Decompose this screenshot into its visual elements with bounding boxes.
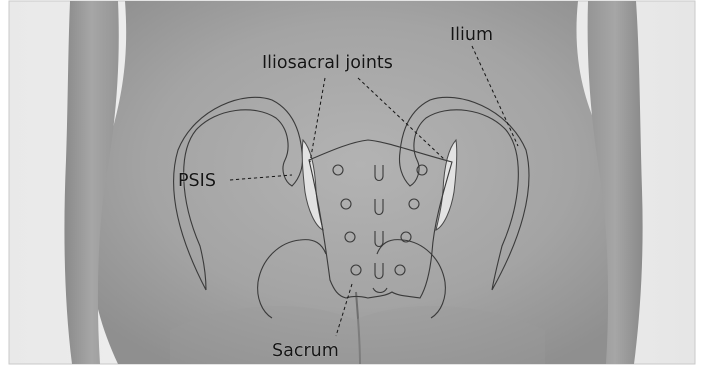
label-sacrum: Sacrum (272, 341, 339, 361)
label-ilium: Ilium (450, 25, 493, 45)
label-psis: PSIS (178, 171, 216, 191)
label-iliosacral-joints: Iliosacral joints (262, 53, 393, 73)
